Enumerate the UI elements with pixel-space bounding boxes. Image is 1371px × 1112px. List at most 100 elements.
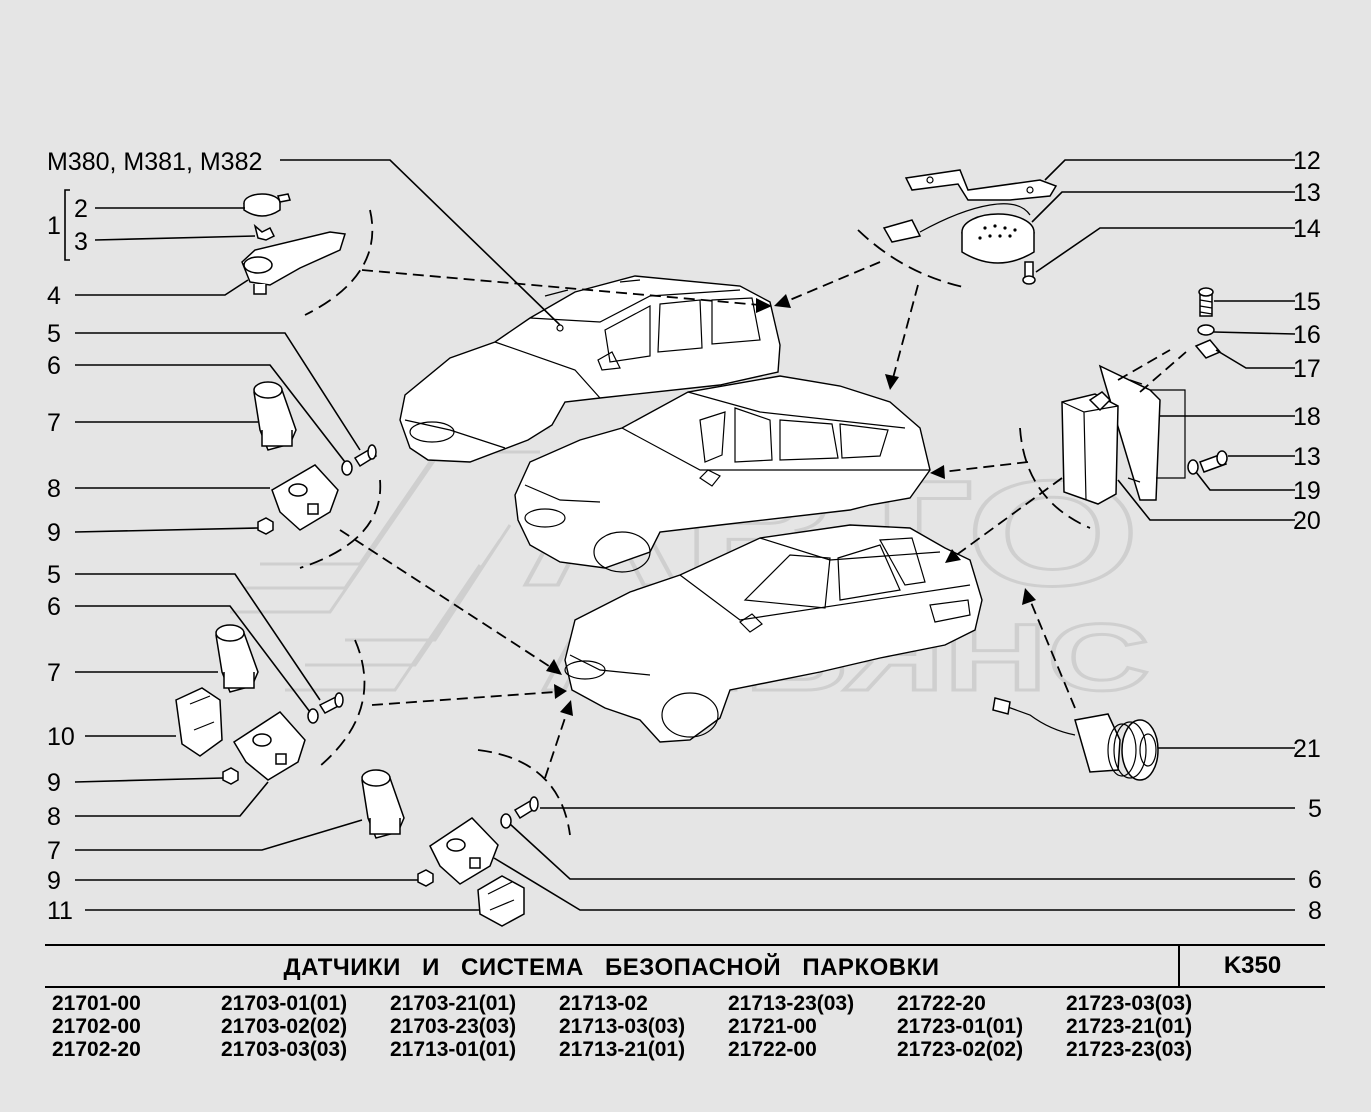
arrow-head <box>885 374 899 390</box>
sensor-housing-part-4 <box>241 231 346 295</box>
callout-6-a: 6 <box>47 352 61 380</box>
screw-part-13-b <box>1199 450 1228 473</box>
leader-lines <box>64 159 1296 911</box>
bracket-part-8-a <box>271 464 339 531</box>
sensor-clip-part-3 <box>253 223 276 241</box>
washer-part-6-a <box>341 460 353 476</box>
callout-9-c: 9 <box>47 867 61 895</box>
buzzer-grille <box>978 224 1017 240</box>
parking-sensor-part-7-a <box>253 381 297 451</box>
callout-5-c: 5 <box>1308 795 1322 823</box>
car-station-wagon <box>399 275 781 463</box>
arrow-head <box>930 465 945 479</box>
connector-part-11 <box>477 875 525 927</box>
bracket-part-8-b <box>232 711 306 781</box>
model-code: 21713-23(03) <box>728 992 855 1015</box>
callout-1: 1 <box>47 212 61 240</box>
callout-7-a: 7 <box>47 409 61 437</box>
arrow-head <box>554 684 567 699</box>
coiled-cable-part-21 <box>992 697 1159 781</box>
callout-9-b: 9 <box>47 769 61 797</box>
parking-sensor-part-7-b <box>215 624 259 693</box>
model-code: 21703-23(03) <box>390 1015 517 1038</box>
arrow-head <box>756 298 772 313</box>
callout-10: 10 <box>47 723 75 751</box>
model-code: 21723-21(01) <box>1066 1015 1193 1038</box>
model-code: 21721-00 <box>728 1015 817 1038</box>
model-code: 21723-02(02) <box>897 1038 1024 1061</box>
car-sedan <box>564 524 983 743</box>
arrow-head <box>774 294 791 308</box>
model-code: 21702-20 <box>52 1038 141 1061</box>
bracket-part-8-c <box>429 817 499 885</box>
callout-14: 14 <box>1293 215 1321 243</box>
screw-part-15 <box>1198 287 1214 317</box>
callout-12: 12 <box>1293 147 1321 175</box>
callout-7-c: 7 <box>47 837 61 865</box>
callout-6-c: 6 <box>1308 866 1322 894</box>
bolt-part-5-a <box>353 444 377 468</box>
washer-part-16 <box>1197 324 1215 336</box>
model-code: 21701-00 <box>52 992 141 1015</box>
callout-8-a: 8 <box>47 475 61 503</box>
model-code: 21703-01(01) <box>221 992 348 1015</box>
dashed-arrows <box>339 261 1076 779</box>
car-hatchback <box>514 375 931 573</box>
callout-11: 11 <box>47 897 73 925</box>
callout-6-b: 6 <box>47 593 61 621</box>
mounting-bracket-part-12 <box>904 169 1058 201</box>
screw-part-14 <box>1022 261 1036 285</box>
model-code: 21703-02(02) <box>221 1015 348 1038</box>
callout-8-c: 8 <box>1308 897 1322 925</box>
callout-3: 3 <box>74 228 88 256</box>
callout-17: 17 <box>1293 355 1321 383</box>
model-code: 21723-01(01) <box>897 1015 1024 1038</box>
callout-9-a: 9 <box>47 519 61 547</box>
callout-13-a: 13 <box>1293 179 1321 207</box>
callout-labels: M380, M381, M382 1 2 3 4 5 6 7 8 9 5 6 7… <box>47 147 1322 925</box>
model-code: 21723-23(03) <box>1066 1038 1193 1061</box>
bolt-part-5-b <box>318 692 344 714</box>
model-code: 21703-21(01) <box>390 992 517 1015</box>
arrow-head <box>1022 588 1036 605</box>
model-list: 21701-00 21703-01(01) 21703-21(01) 21713… <box>52 992 1292 1061</box>
callout-5-a: 5 <box>47 320 61 348</box>
bolt-part-5-c <box>513 796 539 820</box>
control-unit-bracket-part-18 <box>1098 364 1186 501</box>
model-code: 21713-21(01) <box>559 1038 686 1061</box>
model-code: 21703-03(03) <box>221 1038 348 1061</box>
callout-7-b: 7 <box>47 659 61 687</box>
sheet-code: K350 <box>1223 952 1282 979</box>
model-code: 21713-03(03) <box>559 1015 686 1038</box>
arrow-head <box>945 549 961 563</box>
callout-19: 19 <box>1293 477 1321 505</box>
arrow-head <box>560 700 573 716</box>
zone-arcs <box>299 209 1091 836</box>
callout-5-b: 5 <box>47 561 61 589</box>
page-title: ДАТЧИКИ И СИСТЕМА БЕЗОПАСНОЙ ПАРКОВКИ <box>45 946 1180 986</box>
callout-15: 15 <box>1293 288 1321 316</box>
connector-part-10 <box>175 687 223 757</box>
callout-4: 4 <box>47 282 61 310</box>
washer-part-19 <box>1187 459 1199 475</box>
callout-21: 21 <box>1293 735 1321 763</box>
clip-nut-part-17 <box>1194 339 1222 359</box>
buzzer-part-13 <box>882 203 1035 264</box>
callout-18: 18 <box>1293 403 1321 431</box>
callout-m380-m382: M380, M381, M382 <box>47 148 262 176</box>
callout-13-b: 13 <box>1293 443 1321 471</box>
callout-20: 20 <box>1293 507 1321 535</box>
nut-part-9-c <box>417 869 434 887</box>
washer-part-6-c <box>500 813 512 829</box>
washer-part-6-b <box>307 708 319 724</box>
title-block: ДАТЧИКИ И СИСТЕМА БЕЗОПАСНОЙ ПАРКОВКИ K3… <box>45 944 1325 988</box>
control-unit-part-20 <box>1061 391 1119 505</box>
sensor-cap-part-2 <box>243 193 291 217</box>
nut-part-9-b <box>222 767 239 785</box>
model-code: 21713-01(01) <box>390 1038 517 1061</box>
nut-part-9-a <box>257 517 274 535</box>
callout-16: 16 <box>1293 321 1321 349</box>
model-code: 21723-03(03) <box>1066 992 1193 1015</box>
parking-sensor-part-7-c <box>361 769 405 839</box>
